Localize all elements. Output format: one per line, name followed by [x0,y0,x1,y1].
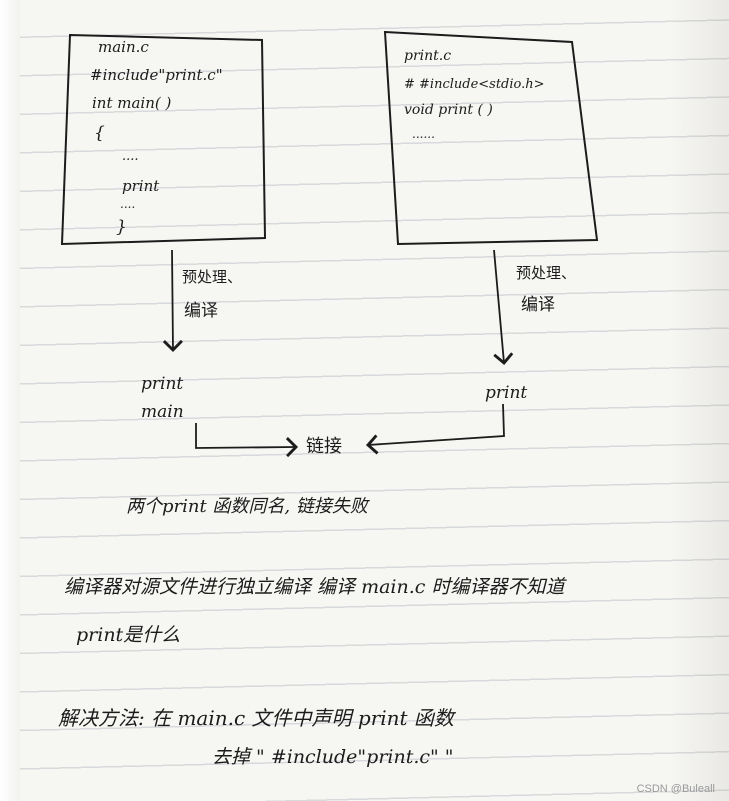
note-name-conflict: 两个print 函数同名, 链接失败 [126,496,368,517]
right-arrow-label: 预处理、 [516,264,576,282]
main-c-filename: main.c [98,38,149,56]
link-arrow-left [195,423,299,458]
left-output-main: main [141,402,184,422]
left-compile-arrow [162,249,183,353]
watermark: CSDN @Buleall [636,783,715,795]
link-arrow-right [365,403,505,455]
right-arrow-label: 编译 [521,295,555,315]
print-c-line: ...... [412,127,435,141]
link-label: 链接 [306,436,342,457]
main-c-line: #include"print.c" [90,66,223,84]
solution-line-1: 解决方法: 在 main.c 文件中声明 print 函数 [58,706,454,730]
note-independent-compile-cont: print是什么 [76,624,181,646]
right-compile-arrow [493,249,514,366]
left-arrow-label: 编译 [184,301,218,321]
solution-line-2: 去掉 " #include"print.c" " [212,746,454,768]
note-independent-compile: 编译器对源文件进行独立编译 编译 main.c 时编译器不知道 [64,576,565,598]
main-c-line: .... [122,149,139,164]
main-c-line: } [116,217,127,237]
right-output-print: print [485,383,527,403]
left-arrow-label: 预处理、 [182,268,242,286]
print-c-box [383,30,599,246]
left-output-print: print [141,374,183,394]
page-margin [0,0,20,801]
page-shadow [669,0,729,801]
print-c-line: void print ( ) [404,102,493,118]
print-c-line: # #include<stdio.h> [404,77,545,92]
main-c-line: print [122,177,160,195]
main-c-line: .... [120,197,135,211]
print-c-filename: print.c [404,48,451,64]
main-c-line: { [94,123,105,143]
main-c-box [60,33,267,246]
main-c-line: int main( ) [92,94,171,112]
